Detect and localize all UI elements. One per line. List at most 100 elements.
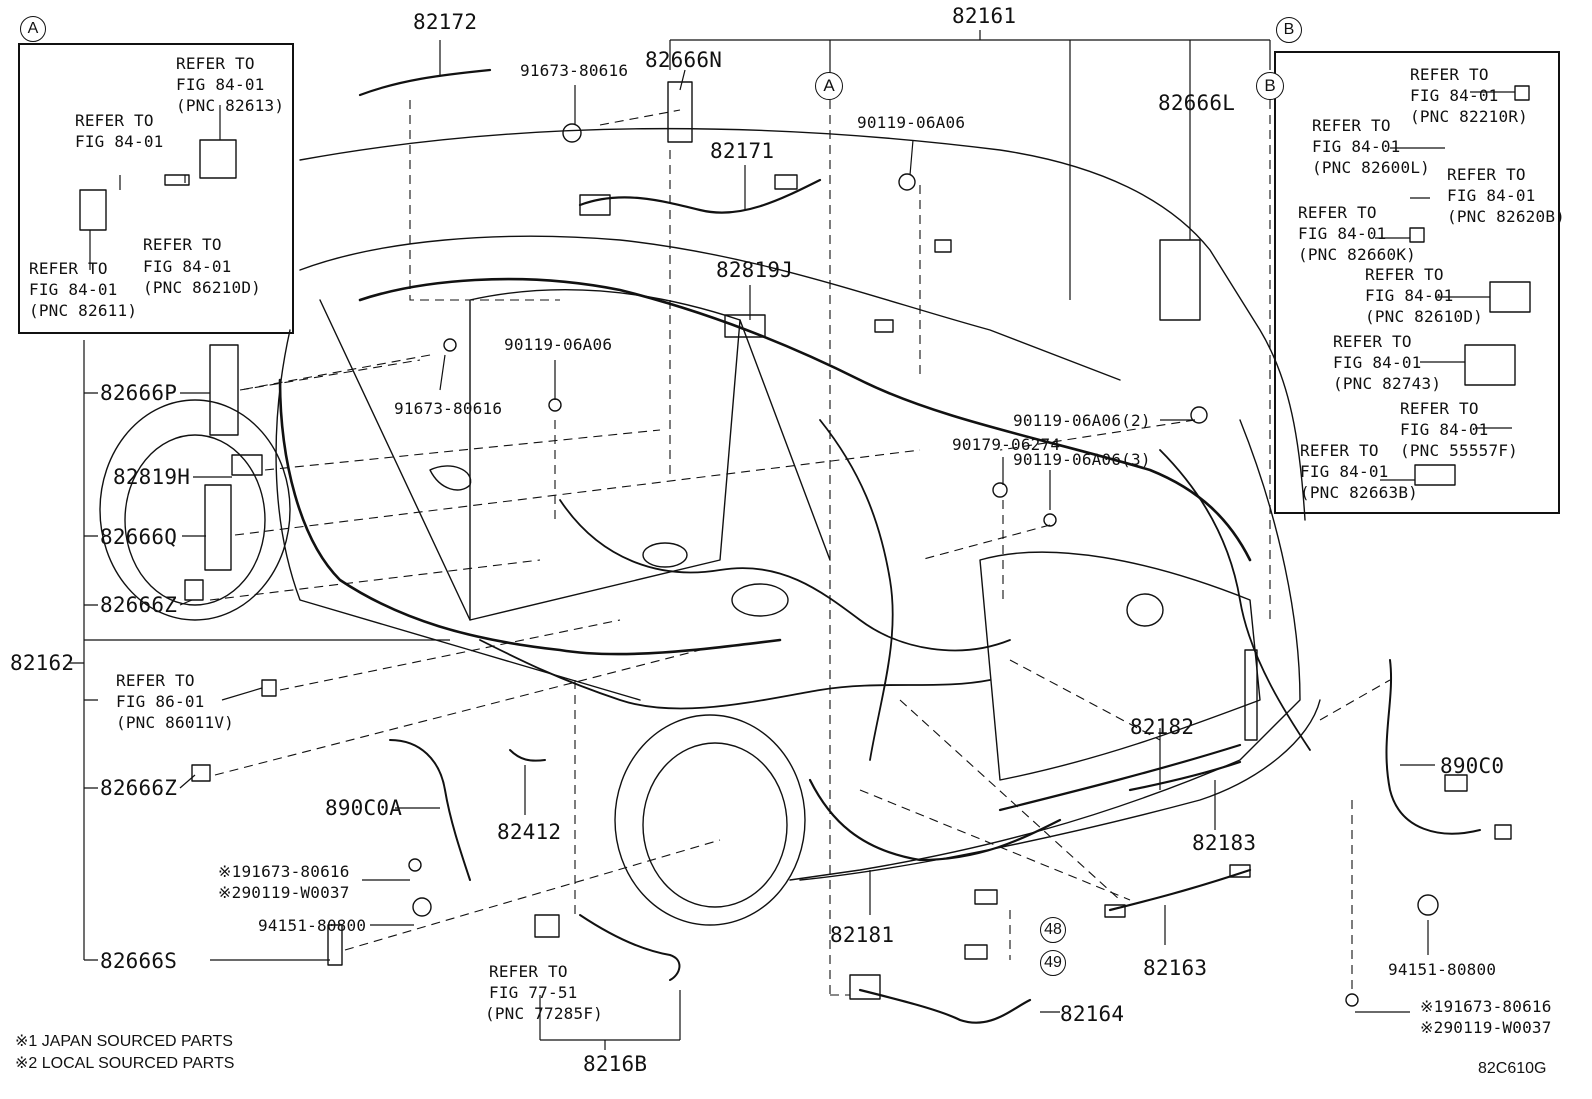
panel-a-ref: REFER TO bbox=[176, 54, 255, 73]
connector bbox=[204, 484, 232, 571]
rear-wheel-left bbox=[99, 399, 291, 621]
connector bbox=[327, 924, 343, 966]
panel-a-ref: REFER TO bbox=[75, 111, 154, 130]
part-label-local-90119-W0037: ※290119-W0037 bbox=[1420, 1018, 1552, 1037]
connector bbox=[1444, 774, 1468, 792]
harness-82412 bbox=[509, 749, 546, 762]
harness-bundle-center bbox=[559, 499, 1011, 652]
panel-b-ref: (PNC 82210R) bbox=[1410, 107, 1528, 126]
part-label-94151-80800: 94151-80800 bbox=[258, 916, 367, 935]
speaker-ring bbox=[731, 583, 789, 617]
connector bbox=[1229, 864, 1251, 878]
connector bbox=[184, 579, 204, 601]
leader-82162 bbox=[68, 340, 450, 961]
rear-wheel-right-inner bbox=[642, 742, 788, 908]
connector bbox=[1409, 227, 1425, 243]
connector bbox=[209, 344, 239, 436]
panel-b-ref: FIG 84-01 bbox=[1410, 86, 1499, 105]
diagram-code: 82C610G bbox=[1478, 1060, 1547, 1077]
part-label-82181: 82181 bbox=[830, 923, 895, 947]
part-label-90119-06A06-2: 90119-06A06(2) bbox=[1013, 411, 1151, 430]
part-label-90119-06A06: 90119-06A06 bbox=[857, 113, 966, 132]
part-label-82164: 82164 bbox=[1060, 1002, 1125, 1026]
part-label-82161: 82161 bbox=[952, 4, 1017, 28]
leader-82161 bbox=[669, 30, 1271, 300]
panel-b-ref: FIG 84-01 bbox=[1300, 462, 1389, 481]
dashed-90119c bbox=[999, 419, 1196, 451]
connector bbox=[1464, 344, 1516, 386]
panel-b-ref: FIG 84-01 bbox=[1333, 353, 1422, 372]
panel-b-ref: REFER TO bbox=[1298, 203, 1377, 222]
panel-a-ref: (PNC 86210D) bbox=[143, 278, 261, 297]
part-label-local-90119-W0037: ※290119-W0037 bbox=[218, 883, 350, 902]
dashed-91673a bbox=[599, 109, 681, 126]
panel-b-ref: FIG 84-01 bbox=[1447, 186, 1536, 205]
refer-label-fig77: (PNC 77285F) bbox=[485, 1004, 603, 1023]
panel-b-ref: FIG 84-01 bbox=[1298, 224, 1387, 243]
panel-b-ref: FIG 84-01 bbox=[1312, 137, 1401, 156]
part-label-91673-80616: 91673-80616 bbox=[394, 399, 503, 418]
connector bbox=[874, 319, 894, 333]
dashed-82819H bbox=[264, 429, 661, 471]
connector bbox=[164, 174, 190, 186]
harness-bundle-lower bbox=[479, 639, 991, 710]
connector bbox=[1104, 904, 1126, 918]
refer-label-fig86: REFER TO bbox=[116, 671, 195, 690]
panel-a-ref: REFER TO bbox=[143, 235, 222, 254]
callout-circle-b-panel: B bbox=[1276, 17, 1302, 43]
panel-b-ref: REFER TO bbox=[1312, 116, 1391, 135]
part-label-8216B: 8216B bbox=[583, 1052, 648, 1076]
roof-inner bbox=[299, 235, 1121, 381]
harness-82171 bbox=[578, 178, 822, 214]
harness-82163 bbox=[1108, 868, 1252, 912]
part-label-japan-91673-80616: ※191673-80616 bbox=[218, 862, 350, 881]
part-label-82819H: 82819H bbox=[113, 465, 191, 489]
leader-82666Z2 bbox=[179, 774, 196, 789]
rear-wheel-right bbox=[614, 714, 806, 926]
connector bbox=[534, 914, 560, 938]
panel-b-ref: REFER TO bbox=[1447, 165, 1526, 184]
harness-82172 bbox=[358, 68, 492, 97]
part-label-82171: 82171 bbox=[710, 139, 775, 163]
lamp bbox=[1126, 593, 1164, 627]
part-label-90119-06A06-3: 90119-06A06(3) bbox=[1013, 450, 1151, 469]
connector bbox=[579, 194, 611, 216]
harness-82162 bbox=[278, 378, 782, 656]
dashed-82666P bbox=[239, 359, 421, 391]
grommet bbox=[412, 897, 432, 917]
connector bbox=[964, 944, 988, 960]
bolt bbox=[443, 338, 457, 352]
panel-a-ref: (PNC 82611) bbox=[29, 301, 138, 320]
harness-82183 bbox=[1128, 760, 1242, 792]
connector bbox=[724, 314, 766, 338]
connector bbox=[849, 974, 881, 1000]
panel-a-ref: FIG 84-01 bbox=[143, 257, 232, 276]
grommet bbox=[898, 173, 916, 191]
panel-a-ref: FIG 84-01 bbox=[176, 75, 265, 94]
leader-91673b bbox=[439, 354, 446, 391]
harness-82161 bbox=[358, 277, 1252, 562]
dashed-82181 bbox=[859, 789, 1131, 901]
part-label-82666Z: 82666Z bbox=[100, 593, 178, 617]
panel-b-ref: REFER TO bbox=[1365, 265, 1444, 284]
connector bbox=[261, 679, 277, 697]
callout-circle-a-panel: A bbox=[20, 16, 46, 42]
dashed-90119d bbox=[919, 524, 1051, 561]
part-label-82666N: 82666N bbox=[645, 48, 723, 72]
connector bbox=[974, 889, 998, 905]
connector bbox=[1244, 649, 1258, 741]
bolt bbox=[548, 398, 562, 412]
speaker-ring bbox=[642, 542, 688, 568]
grommet bbox=[992, 482, 1008, 498]
dashed-890C0 bbox=[1319, 679, 1391, 721]
rear-wheel-left-inner bbox=[124, 434, 266, 606]
dashed-82163 bbox=[899, 699, 1121, 901]
part-label-82172: 82172 bbox=[413, 10, 478, 34]
leader-82666Z1 bbox=[179, 599, 193, 606]
callout-circle-49: 49 bbox=[1040, 950, 1066, 976]
connector bbox=[934, 239, 952, 253]
part-label-890C0: 890C0 bbox=[1440, 754, 1505, 778]
footnote-japan-sourced: ※1 JAPAN SOURCED PARTS bbox=[15, 1033, 233, 1050]
harness-82182 bbox=[998, 743, 1242, 812]
body-side bbox=[275, 329, 641, 701]
